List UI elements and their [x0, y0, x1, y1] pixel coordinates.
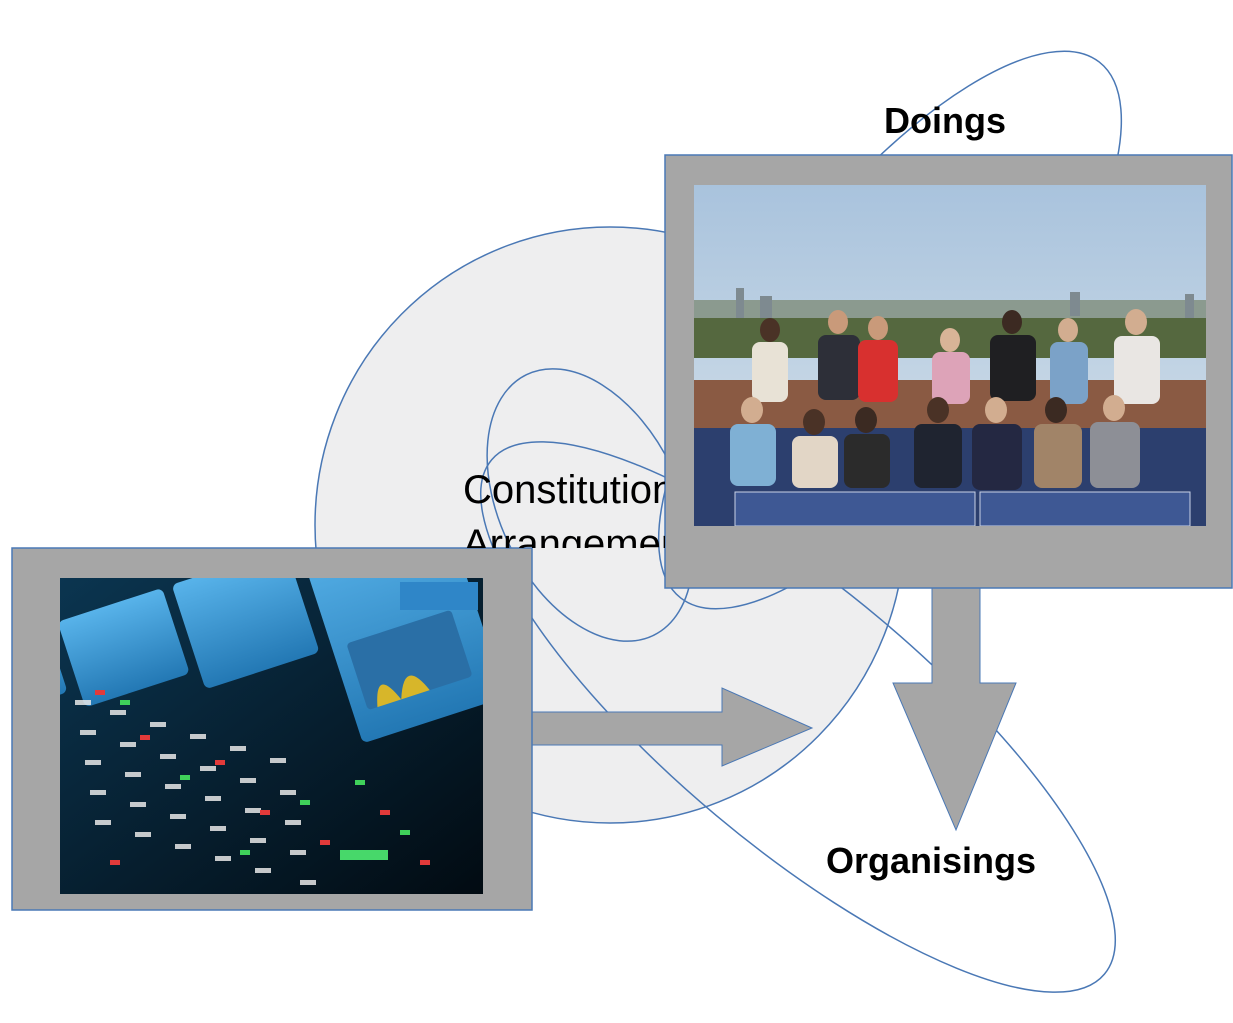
trading-screen-photo: [60, 578, 483, 894]
label-constitutional-wrap: Constitutional: [463, 464, 665, 584]
group-photo: [694, 185, 1206, 526]
right-image-frame: [664, 154, 1233, 589]
arrow-down: [892, 584, 1017, 832]
organisings-ellipse: [479, 441, 1117, 993]
left-image-frame: [11, 547, 533, 911]
label-constitutional-line2: Arrangements: [463, 522, 665, 548]
label-constitutional-line1: Constitutional: [463, 468, 665, 512]
arrow-right: [531, 687, 814, 767]
label-organisings: Organisings: [826, 840, 1037, 881]
label-doings: Doings: [884, 100, 1006, 141]
label-arrangements-wrap: Arrangements: [463, 518, 665, 548]
